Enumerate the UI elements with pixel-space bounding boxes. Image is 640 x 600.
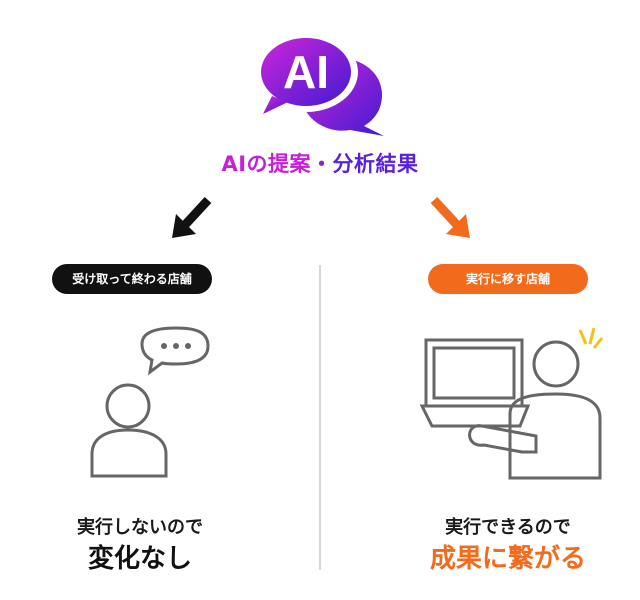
front-bubble [261,38,351,106]
worker-body [508,392,602,480]
right-arrow-icon [430,196,470,238]
speech-bubble-icon [140,326,210,376]
person-head [105,383,151,429]
headline-part2: 分析結果 [332,152,419,176]
right-caption-big: 成果に繋がる [429,544,586,574]
right-badge: 実行に移す店舗 [428,264,588,294]
working-person-illustration-icon [419,327,604,480]
spark-icon [578,327,604,349]
ai-chat-bubble-logo-icon: AI [254,32,384,137]
headline-part1: AIの提案 [221,152,312,176]
person-body [90,428,168,478]
left-arrow-icon [172,196,212,238]
right-caption-small: 実行できるので [445,517,571,538]
worker-head [532,340,580,388]
headline: AIの提案・分析結果 [0,148,640,178]
left-caption-small: 実行しないので [77,517,203,538]
divider [319,265,321,570]
worker-arm [468,424,538,454]
left-badge: 受け取って終わる店舗 [52,264,212,294]
logo-text: AI [283,46,329,98]
headline-separator: ・ [311,152,333,176]
idle-person-illustration-icon [90,326,210,478]
left-caption-big: 変化なし [87,544,192,574]
monitor-icon [424,338,524,408]
